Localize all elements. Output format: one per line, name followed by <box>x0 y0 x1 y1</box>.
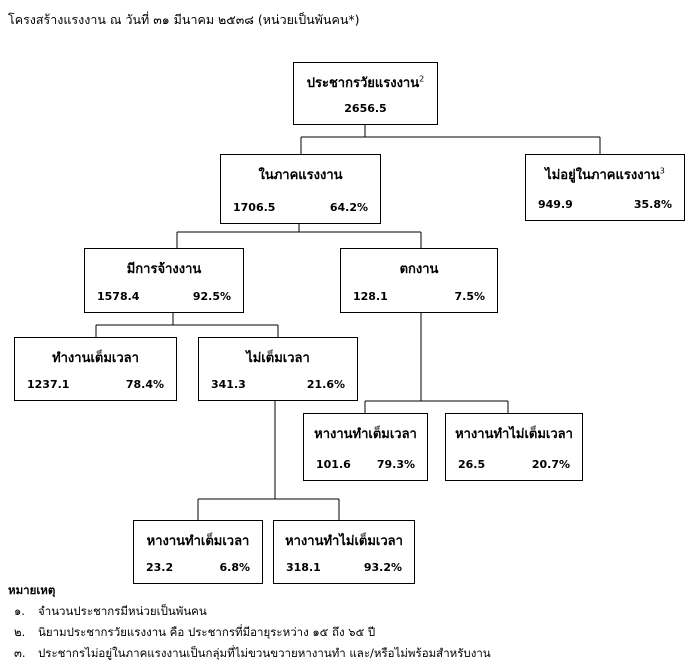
node-part-time-seeking-full-time: หางานทำเต็มเวลา 23.2 6.8% <box>133 520 263 584</box>
node-unemployed: ตกงาน 128.1 7.5% <box>340 248 498 313</box>
node-label: ประชากรวัยแรงงาน <box>306 76 420 91</box>
node-value: 128.1 <box>353 290 388 303</box>
node-value: 101.6 <box>316 458 351 471</box>
footnote-item: ๒. นิยามประชากรวัยแรงงาน คือ ประชากรที่มี… <box>8 622 491 643</box>
node-value: 2656.5 <box>344 102 387 115</box>
node-unemployed-seeking-full-time: หางานทำเต็มเวลา 101.6 79.3% <box>303 413 428 481</box>
node-label: มีการจ้างงาน <box>126 262 202 277</box>
node-value: 26.5 <box>458 458 486 471</box>
footnote-number: ๓. <box>14 646 26 660</box>
node-value: 1706.5 <box>233 201 276 214</box>
node-value: 949.9 <box>538 198 573 211</box>
footnote-number: ๒. <box>14 625 26 639</box>
node-percent: 6.8% <box>219 561 250 574</box>
node-value: 1578.4 <box>97 290 140 303</box>
node-part-time-seeking-part-time: หางานทำไม่เต็มเวลา 318.1 93.2% <box>273 520 415 584</box>
node-value: 318.1 <box>286 561 321 574</box>
node-label: ทำงานเต็มเวลา <box>52 351 139 366</box>
node-label: ตกงาน <box>399 262 439 277</box>
node-not-in-labor-force: ไม่อยู่ในภาคแรงงาน3 949.9 35.8% <box>525 154 685 221</box>
node-label: ไม่อยู่ในภาคแรงงาน <box>545 168 660 183</box>
footnotes-heading: หมายเหตุ <box>8 583 56 597</box>
node-in-labor-force: ในภาคแรงงาน 1706.5 64.2% <box>220 154 381 224</box>
footnote-item: ๓. ประชากรไม่อยู่ในภาคแรงงานเป็นกลุ่มที่ไ… <box>8 643 491 664</box>
node-label: หางานทำไม่เต็มเวลา <box>285 534 403 549</box>
footnote-marker: 2 <box>419 74 425 84</box>
node-percent: 35.8% <box>633 198 672 211</box>
node-working-age-population: ประชากรวัยแรงงาน2 2656.5 <box>293 62 438 125</box>
node-value: 341.3 <box>211 378 246 391</box>
node-value: 1237.1 <box>27 378 70 391</box>
node-full-time: ทำงานเต็มเวลา 1237.1 78.4% <box>14 337 177 401</box>
node-label: หางานทำไม่เต็มเวลา <box>455 427 573 442</box>
page-title: โครงสร้างแรงงาน ณ วันที่ ๓๑ มีนาคม ๒๕๓๘ … <box>8 12 360 27</box>
node-value: 23.2 <box>146 561 174 574</box>
footnote-item: ๑. จำนวนประชากรมีหน่วยเป็นพันคน <box>8 601 491 622</box>
node-percent: 92.5% <box>192 290 231 303</box>
node-percent: 93.2% <box>363 561 402 574</box>
node-label: หางานทำเต็มเวลา <box>146 534 250 549</box>
footnote-number: ๑. <box>14 604 25 618</box>
footnote-text: นิยามประชากรวัยแรงงาน คือ ประชากรที่มีอา… <box>38 625 376 639</box>
node-percent: 79.3% <box>376 458 415 471</box>
footnote-text: จำนวนประชากรมีหน่วยเป็นพันคน <box>38 604 207 618</box>
node-label: ในภาคแรงงาน <box>258 168 343 183</box>
node-label: ไม่เต็มเวลา <box>246 351 310 366</box>
node-unemployed-seeking-part-time: หางานทำไม่เต็มเวลา 26.5 20.7% <box>445 413 583 481</box>
node-percent: 21.6% <box>306 378 345 391</box>
node-employed: มีการจ้างงาน 1578.4 92.5% <box>84 248 244 313</box>
node-percent: 20.7% <box>531 458 570 471</box>
footnote-marker: 3 <box>659 166 665 176</box>
node-part-time: ไม่เต็มเวลา 341.3 21.6% <box>198 337 358 401</box>
node-percent: 7.5% <box>454 290 485 303</box>
node-percent: 64.2% <box>329 201 368 214</box>
node-label: หางานทำเต็มเวลา <box>314 427 417 442</box>
node-percent: 78.4% <box>125 378 164 391</box>
footnotes: หมายเหตุ ๑.จำนวนประชากรมีหน่วยเป็นพันคน … <box>8 580 491 664</box>
footnote-text: ประชากรไม่อยู่ในภาคแรงงานเป็นกลุ่มที่ไม่… <box>38 646 491 660</box>
